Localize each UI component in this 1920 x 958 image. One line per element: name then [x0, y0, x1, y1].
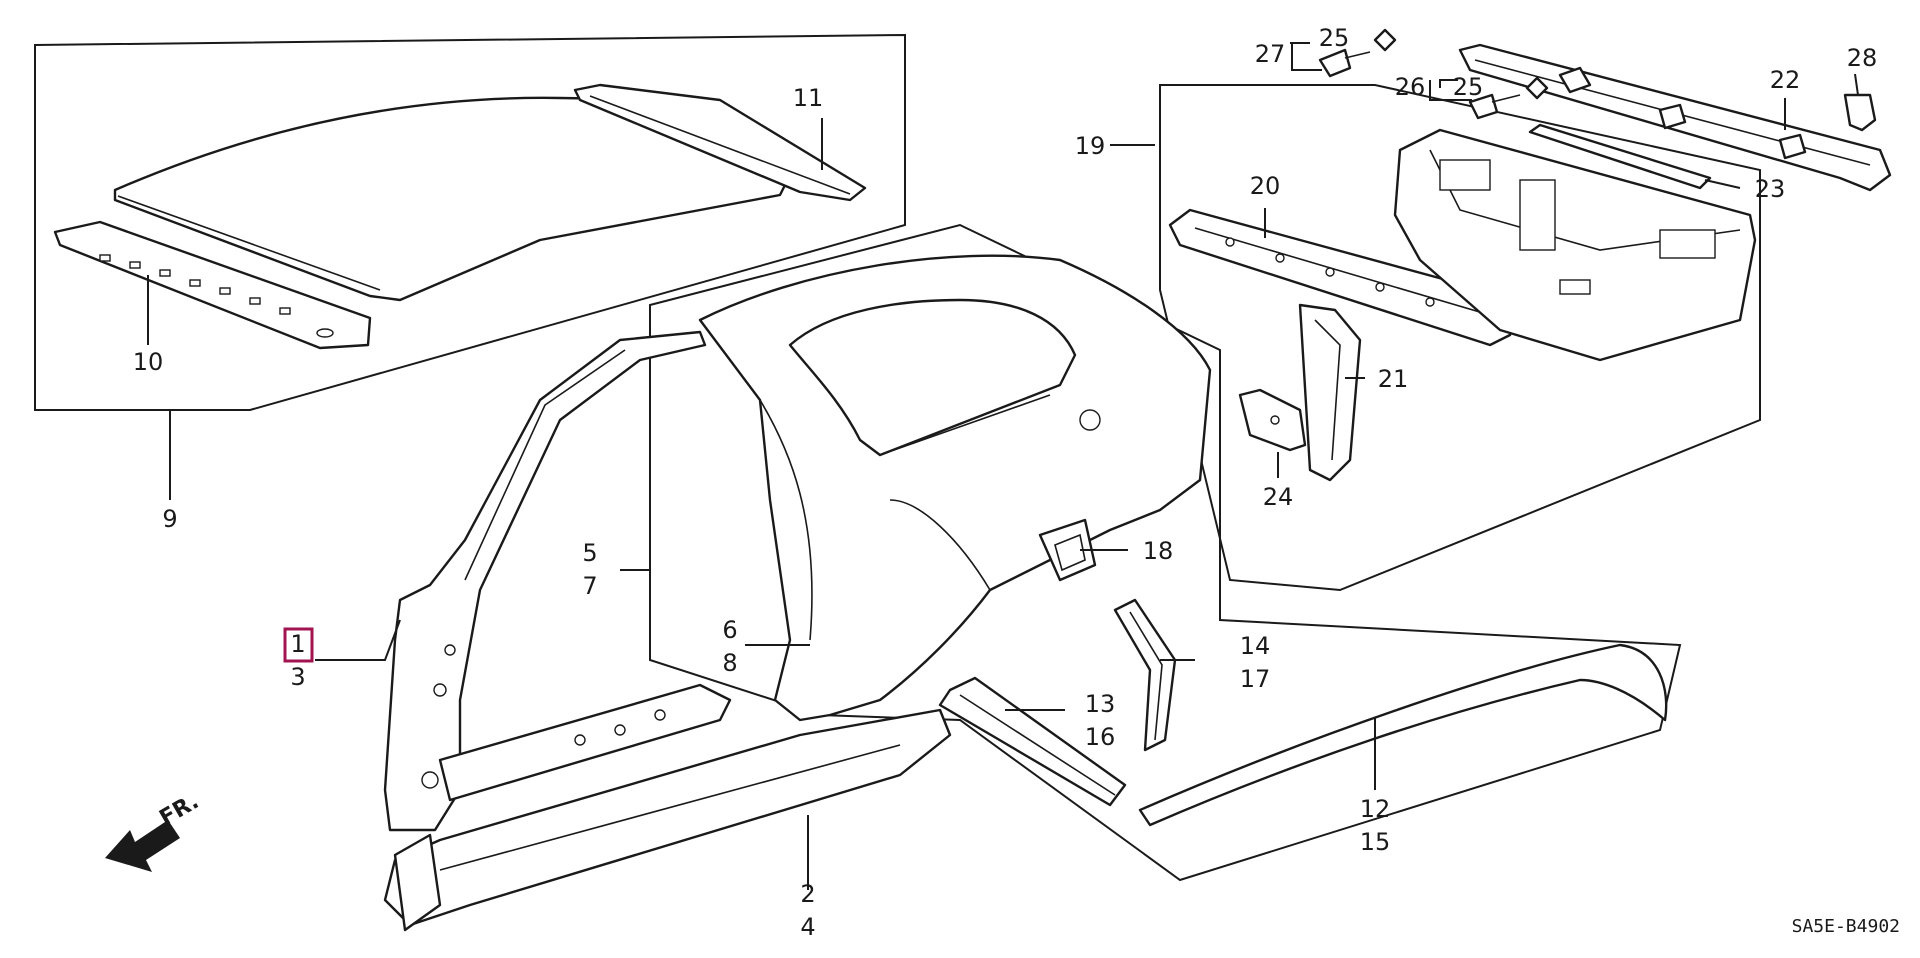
callout-10[interactable]: 10	[133, 348, 164, 376]
callout-24[interactable]: 24	[1263, 483, 1294, 511]
rear-wheelhouse-extension	[1113, 598, 1177, 752]
fasteners	[1318, 28, 1877, 132]
sill-extension	[938, 676, 1127, 807]
small-bracket	[1238, 388, 1307, 452]
callout-7[interactable]: 7	[582, 572, 597, 600]
callout-25-top[interactable]: 25	[1319, 24, 1350, 52]
callout-22[interactable]: 22	[1770, 66, 1801, 94]
nut-25-mid	[1525, 76, 1549, 100]
callout-20[interactable]: 20	[1250, 172, 1281, 200]
fuel-lid	[1038, 518, 1097, 582]
callout-1-highlight	[283, 627, 314, 663]
callout-15[interactable]: 15	[1360, 828, 1391, 856]
callouts: 11 10 9 1 3 5 7 6 8 2 4 12 15 13 16 14 1…	[133, 24, 1878, 941]
callout-21[interactable]: 21	[1378, 365, 1409, 393]
rear-roof-rail	[573, 83, 867, 202]
rear-panel	[1393, 128, 1757, 362]
bolt-27	[1318, 48, 1352, 78]
callout-27[interactable]: 27	[1255, 40, 1286, 68]
callout-6[interactable]: 6	[722, 616, 737, 644]
roof-side-molding	[1138, 643, 1668, 827]
clip-28	[1843, 93, 1877, 132]
roof-group-frame	[34, 33, 906, 411]
rear-quarter-panel	[698, 254, 1212, 722]
callout-13[interactable]: 13	[1085, 690, 1116, 718]
callout-3[interactable]: 3	[290, 663, 305, 691]
callout-26[interactable]: 26	[1395, 73, 1426, 101]
callout-14[interactable]: 14	[1240, 632, 1271, 660]
callout-1[interactable]: 1	[290, 630, 305, 658]
callout-23[interactable]: 23	[1755, 175, 1786, 203]
callout-28[interactable]: 28	[1847, 44, 1878, 72]
callout-16[interactable]: 16	[1085, 723, 1116, 751]
callout-8[interactable]: 8	[722, 649, 737, 677]
front-direction-indicator: FR.	[105, 789, 203, 872]
sill-panel	[383, 708, 952, 932]
callout-12[interactable]: 12	[1360, 795, 1391, 823]
roof-panel	[113, 96, 792, 302]
callout-11[interactable]: 11	[793, 84, 824, 112]
bolt-26	[1468, 93, 1499, 120]
callout-2[interactable]: 2	[800, 880, 815, 908]
front-outer-panel	[383, 330, 732, 832]
callout-19[interactable]: 19	[1075, 132, 1106, 160]
front-arrow-icon	[105, 820, 180, 872]
callout-4[interactable]: 4	[800, 913, 815, 941]
callout-18[interactable]: 18	[1143, 537, 1174, 565]
callout-9[interactable]: 9	[162, 505, 177, 533]
rear-panel-reinforcement	[1528, 123, 1712, 190]
leader-lines	[147, 42, 1859, 890]
front-roof-rail	[53, 220, 372, 350]
rear-cross-member	[1168, 208, 1522, 347]
diagram-code: SA5E-B4902	[1792, 916, 1900, 937]
callout-17[interactable]: 17	[1240, 665, 1271, 693]
rear-side-bracket	[1298, 303, 1362, 482]
callout-5[interactable]: 5	[582, 539, 597, 567]
callout-25-mid[interactable]: 25	[1453, 73, 1484, 101]
nut-25-top	[1373, 28, 1397, 52]
